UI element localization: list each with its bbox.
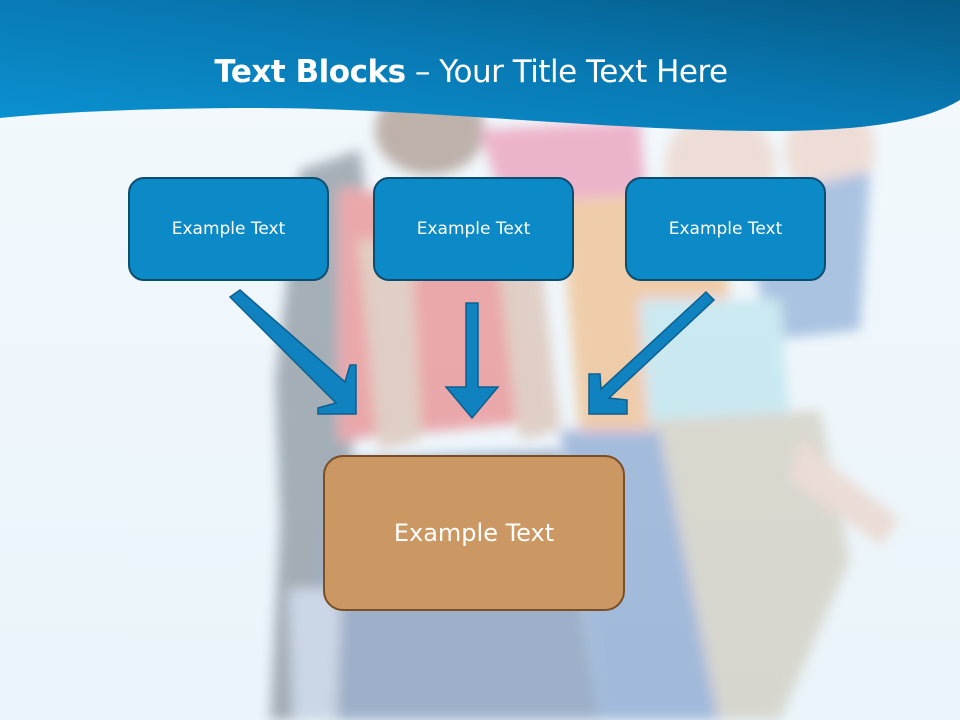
- text-block-2[interactable]: Example Text: [373, 177, 574, 281]
- header-banner: [0, 0, 960, 132]
- title-bold: Text Blocks: [214, 54, 406, 90]
- text-block-3[interactable]: Example Text: [625, 177, 826, 281]
- text-block-3-label: Example Text: [668, 219, 783, 239]
- text-block-1[interactable]: Example Text: [128, 177, 329, 281]
- text-block-result-label: Example Text: [393, 519, 555, 547]
- page-title: Text Blocks – Your Title Text Here: [0, 54, 942, 90]
- title-dash: –: [405, 54, 440, 90]
- text-block-2-label: Example Text: [416, 219, 531, 239]
- text-block-result[interactable]: Example Text: [323, 455, 625, 611]
- text-block-1-label: Example Text: [171, 219, 286, 239]
- title-rest: Your Title Text Here: [439, 54, 728, 90]
